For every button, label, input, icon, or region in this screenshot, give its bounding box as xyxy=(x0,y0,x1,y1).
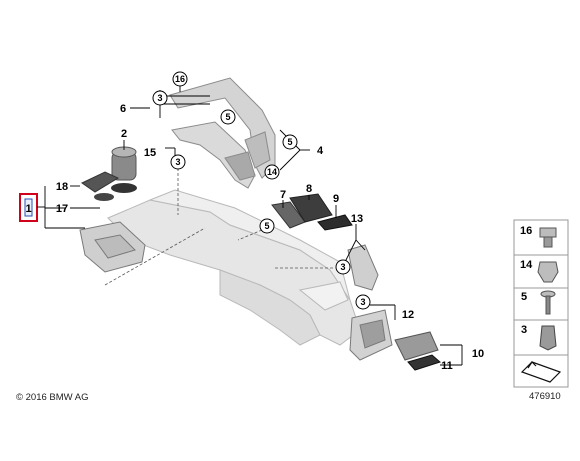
spring-nut-icon xyxy=(537,261,559,283)
callout-7: 7 xyxy=(280,189,286,201)
arrow-box-icon xyxy=(520,361,562,383)
parts-10-11 xyxy=(394,331,441,371)
circle-callout-5-mid: 5 xyxy=(259,218,275,234)
legend-row-14: 14 xyxy=(513,254,569,289)
circle-callout-5-right: 5 xyxy=(282,134,298,150)
legend-row-arrow xyxy=(513,354,569,388)
legend-row-16: 16 xyxy=(513,219,569,256)
fastener-legend: 16 14 5 3 xyxy=(513,219,569,388)
circle-callout-3-lower-label: 3 xyxy=(360,297,365,307)
center-console-body xyxy=(107,189,361,346)
top-trim-part-4 xyxy=(169,77,276,179)
circle-callout-3-top-label: 3 xyxy=(157,93,162,103)
number-callouts: 2 6 15 4 18 17 7 8 9 13 12 10 11 xyxy=(56,103,484,372)
legend-label-3: 3 xyxy=(521,324,527,336)
callout-10: 10 xyxy=(472,348,484,360)
clip-icon xyxy=(539,325,557,351)
circle-callout-16-label: 16 xyxy=(175,74,185,84)
circle-callout-5-top-label: 5 xyxy=(225,112,230,122)
legend-label-16: 16 xyxy=(520,225,532,237)
callout-8: 8 xyxy=(306,183,312,195)
callout-15: 15 xyxy=(144,147,156,159)
insert-parts-18-17 xyxy=(81,171,120,201)
callout-13: 13 xyxy=(351,213,363,225)
callout-11: 11 xyxy=(441,360,453,372)
circle-callout-14: 14 xyxy=(264,164,280,180)
nut-clip-icon xyxy=(539,227,557,248)
legend-label-5: 5 xyxy=(521,291,527,303)
callout-9: 9 xyxy=(333,193,339,205)
circle-callout-3-lower: 3 xyxy=(355,294,371,310)
circle-callout-5-mid-label: 5 xyxy=(264,221,269,231)
diagram-number: 476910 xyxy=(529,391,561,402)
callout-2: 2 xyxy=(121,128,127,140)
circle-callout-5-right-label: 5 xyxy=(287,137,292,147)
callout-1: 1 xyxy=(25,203,31,215)
circle-callout-5-top: 5 xyxy=(220,109,236,125)
circle-callout-3-bracket: 3 xyxy=(335,259,351,275)
legend-label-14: 14 xyxy=(520,259,533,271)
circle-callout-3-top: 3 xyxy=(152,90,168,106)
small-parts-7-8-9 xyxy=(271,193,353,231)
circle-callout-16: 16 xyxy=(172,71,188,87)
legend-row-3: 3 xyxy=(513,319,569,356)
copyright-text: © 2016 BMW AG xyxy=(16,392,88,403)
legend-row-5: 5 xyxy=(513,287,569,321)
storage-tray-part-1 xyxy=(79,221,146,273)
callout-6: 6 xyxy=(120,103,126,115)
circle-callout-3-bracket-label: 3 xyxy=(340,262,345,272)
callout-18: 18 xyxy=(56,181,68,193)
circle-callout-3-frame-label: 3 xyxy=(175,157,180,167)
circle-callout-3-frame: 3 xyxy=(170,154,186,170)
bracket-part-13 xyxy=(347,244,379,291)
circle-callout-14-label: 14 xyxy=(267,167,277,177)
cup-holder-part-2 xyxy=(111,146,137,193)
circle-callouts: 16 3 5 3 5 14 5 3 xyxy=(152,71,371,310)
frame-part-12 xyxy=(349,309,393,361)
trim-frame-part-15 xyxy=(171,121,256,189)
callout-4: 4 xyxy=(317,145,324,157)
callout-17: 17 xyxy=(56,203,68,215)
highlighted-callout-1[interactable]: 1 xyxy=(19,193,45,222)
callout-12: 12 xyxy=(402,309,414,321)
screw-icon xyxy=(540,290,556,315)
